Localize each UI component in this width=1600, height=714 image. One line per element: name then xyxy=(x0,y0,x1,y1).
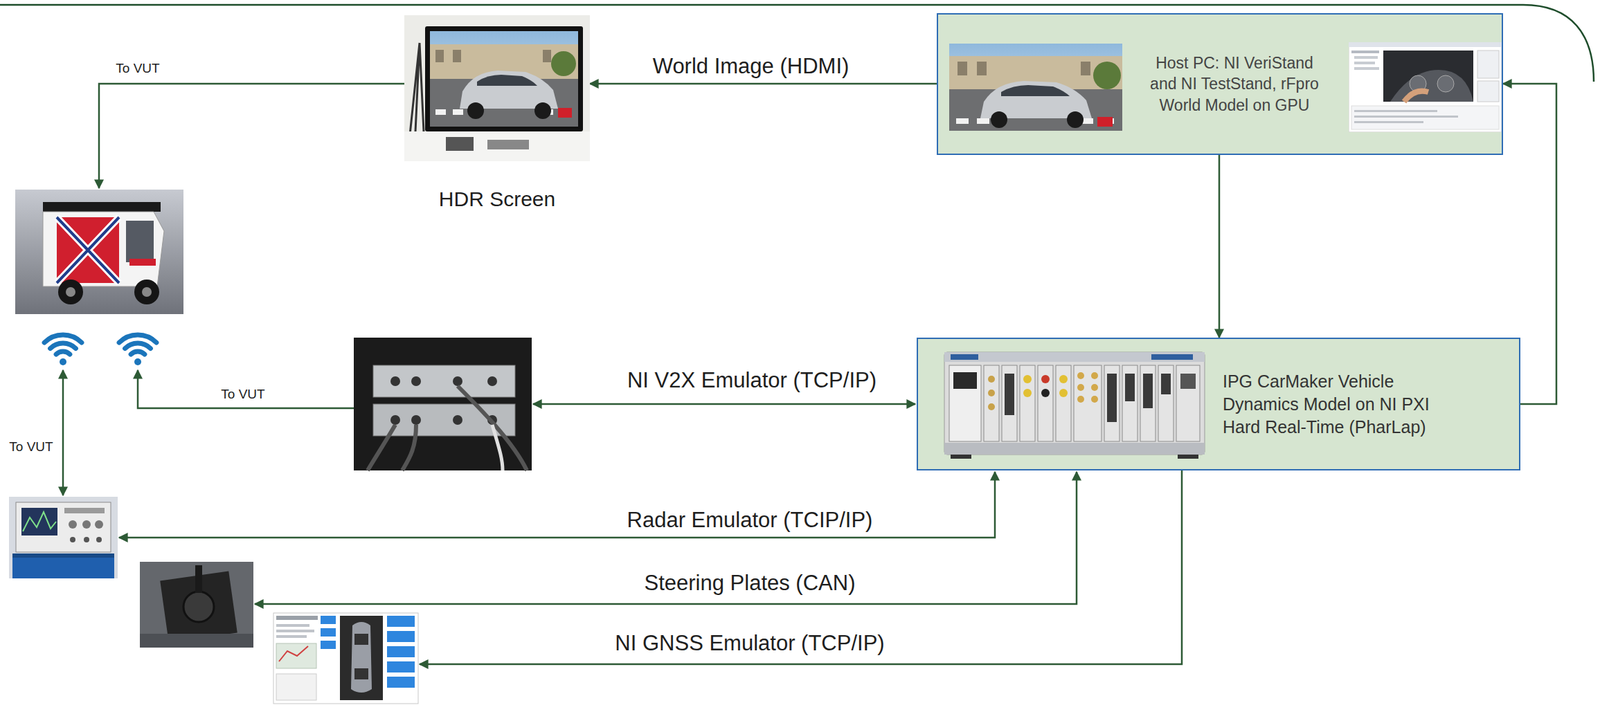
link-label: NI GNSS Emulator (TCP/IP) xyxy=(612,631,887,657)
label-anchor: To VUT xyxy=(6,439,55,455)
label-anchor: To VUT xyxy=(113,60,162,77)
target-label: To VUT xyxy=(113,60,162,77)
wifi-icon xyxy=(119,335,157,366)
wire xyxy=(137,370,354,409)
device-caption: HDR Screen xyxy=(404,186,590,212)
wire xyxy=(99,83,405,189)
link-label: NI V2X Emulator (TCP/IP) xyxy=(625,368,879,394)
label-anchor: Steering Plates (CAN) xyxy=(642,571,858,597)
hdr-screen-photo xyxy=(404,15,590,162)
radar-emulator-photo xyxy=(9,497,118,579)
wire xyxy=(119,472,995,538)
wires xyxy=(63,83,1182,665)
world-model-image xyxy=(949,43,1123,131)
steering-plate-photo xyxy=(139,562,254,649)
box-text: IPG CarMaker Vehicle Dynamics Model on N… xyxy=(1222,370,1462,439)
label-anchor: To VUT xyxy=(218,387,267,403)
vehicle-photo xyxy=(15,189,184,315)
label-anchor: NI GNSS Emulator (TCP/IP) xyxy=(612,631,887,657)
label-anchor: World Image (HDMI) xyxy=(650,54,852,79)
link-label: Radar Emulator (TCIP/IP) xyxy=(625,508,876,534)
target-label: To VUT xyxy=(218,387,267,403)
system-box: Host PC: NI VeriStand and NI TestStand, … xyxy=(936,13,1504,156)
veristand-screenshot xyxy=(1348,42,1502,133)
device-node: HDR Screen xyxy=(404,15,590,212)
pxi-chassis-photo xyxy=(943,351,1206,460)
edge-label: World Image (HDMI) xyxy=(650,54,852,79)
box-text: Host PC: NI VeriStand and NI TestStand, … xyxy=(1147,52,1321,116)
wire xyxy=(62,370,65,496)
wire xyxy=(419,470,1182,665)
connector xyxy=(589,83,937,86)
target-label: To VUT xyxy=(6,439,55,455)
system-box: IPG CarMaker Vehicle Dynamics Model on N… xyxy=(916,337,1521,471)
label-anchor: NI V2X Emulator (TCP/IP) xyxy=(625,368,879,394)
connector xyxy=(1218,155,1221,338)
v2x-emulator-photo xyxy=(353,337,532,471)
wire xyxy=(254,472,1077,605)
wifi-icon xyxy=(44,335,82,366)
gnss-emulator-screenshot xyxy=(273,613,419,705)
link-label: Steering Plates (CAN) xyxy=(642,571,858,597)
wire xyxy=(533,403,916,406)
label-anchor: Radar Emulator (TCIP/IP) xyxy=(625,508,876,534)
